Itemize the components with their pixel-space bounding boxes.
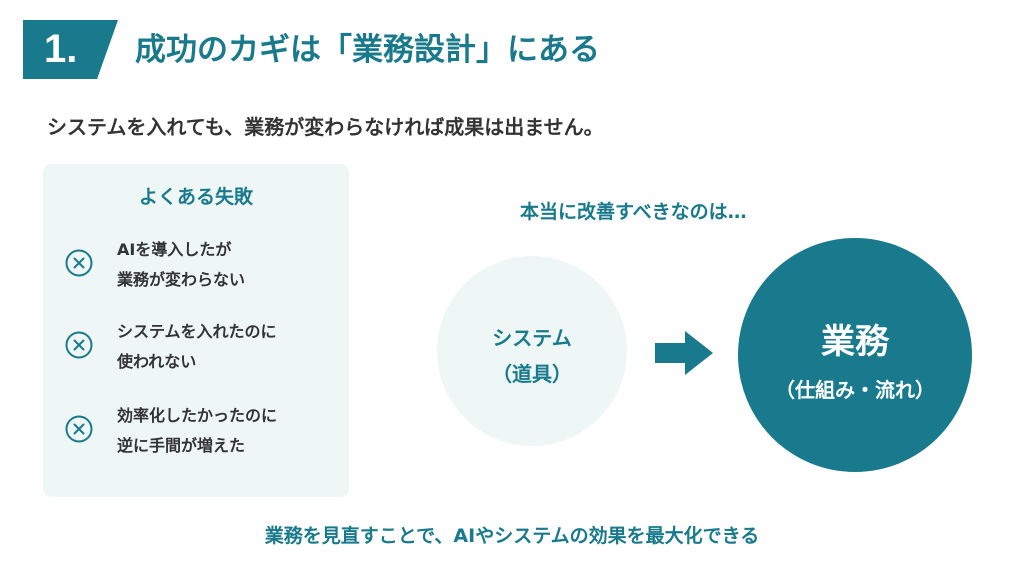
system-circle: システム （道具） [437, 256, 627, 446]
page-title: 成功のカギは「業務設計」にある [135, 32, 600, 68]
failure-line2: 逆に手間が増えた [117, 436, 246, 455]
page-subtitle: システムを入れても、業務が変わらなければ成果は出ません。 [47, 115, 604, 139]
failure-line2: 業務が変わらない [117, 270, 246, 289]
failure-line1: AIを導入したが [117, 240, 232, 259]
common-failures-panel: よくある失敗 AIを導入したが 業務が変わらない システムを入れたのに 使われな… [43, 164, 349, 497]
system-sublabel: （道具） [492, 362, 572, 386]
business-circle: 業務 （仕組み・流れ） [738, 238, 972, 472]
failures-heading: よくある失敗 [138, 186, 253, 208]
arrow-right-icon [655, 331, 713, 375]
x-circle-icon [65, 415, 93, 443]
comparison-lead: 本当に改善すべきなのは… [520, 201, 747, 223]
failure-item: 効率化したかったのに 逆に手間が増えた [65, 401, 345, 461]
failure-line1: 効率化したかったのに [117, 406, 278, 425]
x-circle-icon [65, 331, 93, 359]
failure-text: 効率化したかったのに 逆に手間が増えた [117, 401, 277, 461]
failure-text: AIを導入したが 業務が変わらない [117, 235, 245, 295]
section-number: 1. [44, 27, 78, 71]
failure-item: AIを導入したが 業務が変わらない [65, 235, 345, 295]
x-circle-icon [65, 249, 93, 277]
failure-line1: システムを入れたのに [117, 322, 277, 341]
system-label: システム [492, 326, 572, 350]
failure-text: システムを入れたのに 使われない [117, 317, 277, 377]
business-label: 業務 [821, 322, 889, 362]
failure-line2: 使われない [117, 352, 197, 371]
business-sublabel: （仕組み・流れ） [775, 378, 935, 402]
failure-item: システムを入れたのに 使われない [65, 317, 345, 377]
footer-message: 業務を見直すことで、AIやシステムの効果を最大化できる [264, 525, 760, 547]
